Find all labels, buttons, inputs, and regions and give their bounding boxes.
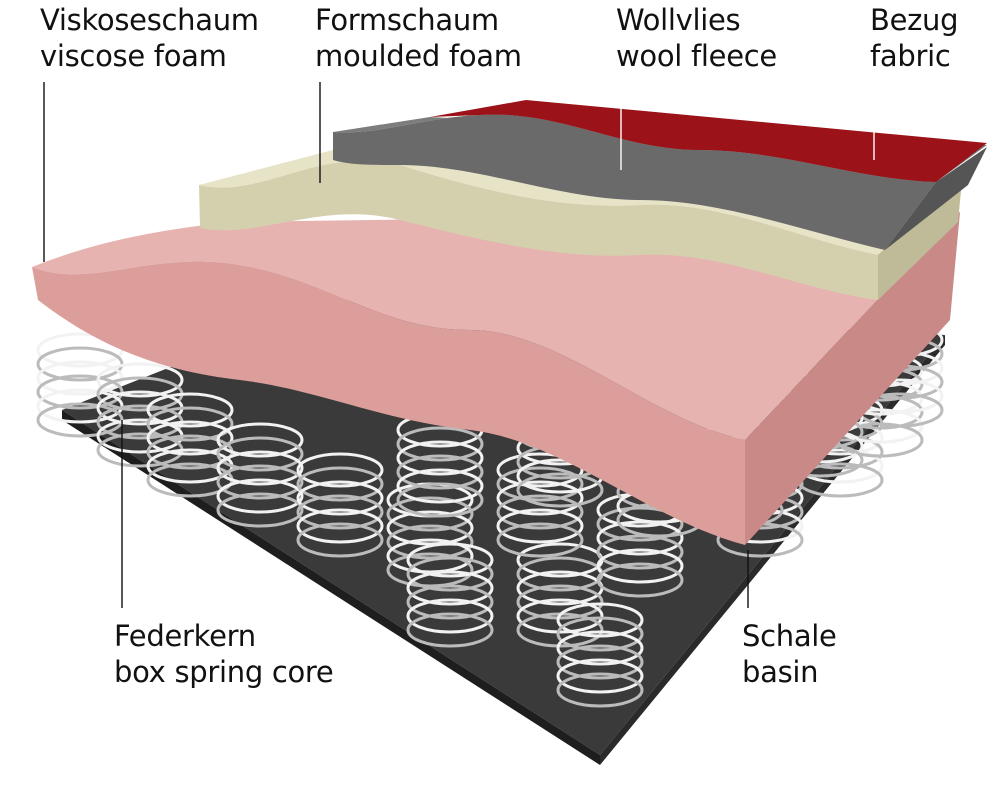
spring <box>556 602 644 708</box>
label-de: Federkern <box>114 619 256 653</box>
label-basin: Schale basin <box>742 618 837 690</box>
label-en: fabric <box>870 39 951 73</box>
label-de: Wollvlies <box>616 3 741 37</box>
label-viscose-foam: Viskoseschaum viscose foam <box>40 2 259 74</box>
label-en: wool fleece <box>616 39 777 73</box>
label-de: Viskoseschaum <box>40 3 259 37</box>
label-en: moulded foam <box>315 39 522 73</box>
spring <box>516 542 604 648</box>
spring <box>216 422 304 528</box>
label-en: box spring core <box>114 655 334 689</box>
label-fabric: Bezug fabric <box>870 2 959 74</box>
viscose-foam-layer <box>32 212 960 545</box>
label-wool-fleece: Wollvlies wool fleece <box>616 2 777 74</box>
label-de: Schale <box>742 619 837 653</box>
label-de: Formschaum <box>315 3 499 37</box>
spring <box>596 492 684 598</box>
spring <box>406 542 494 648</box>
label-moulded-foam: Formschaum moulded foam <box>315 2 522 74</box>
leader-lines <box>43 82 875 608</box>
label-en: basin <box>742 655 819 689</box>
spring <box>386 482 474 588</box>
label-de: Bezug <box>870 3 959 37</box>
label-box-spring-core: Federkern box spring core <box>114 618 334 690</box>
label-en: viscose foam <box>40 39 227 73</box>
spring <box>496 452 584 558</box>
spring <box>296 452 384 558</box>
fabric-layer <box>430 100 987 182</box>
